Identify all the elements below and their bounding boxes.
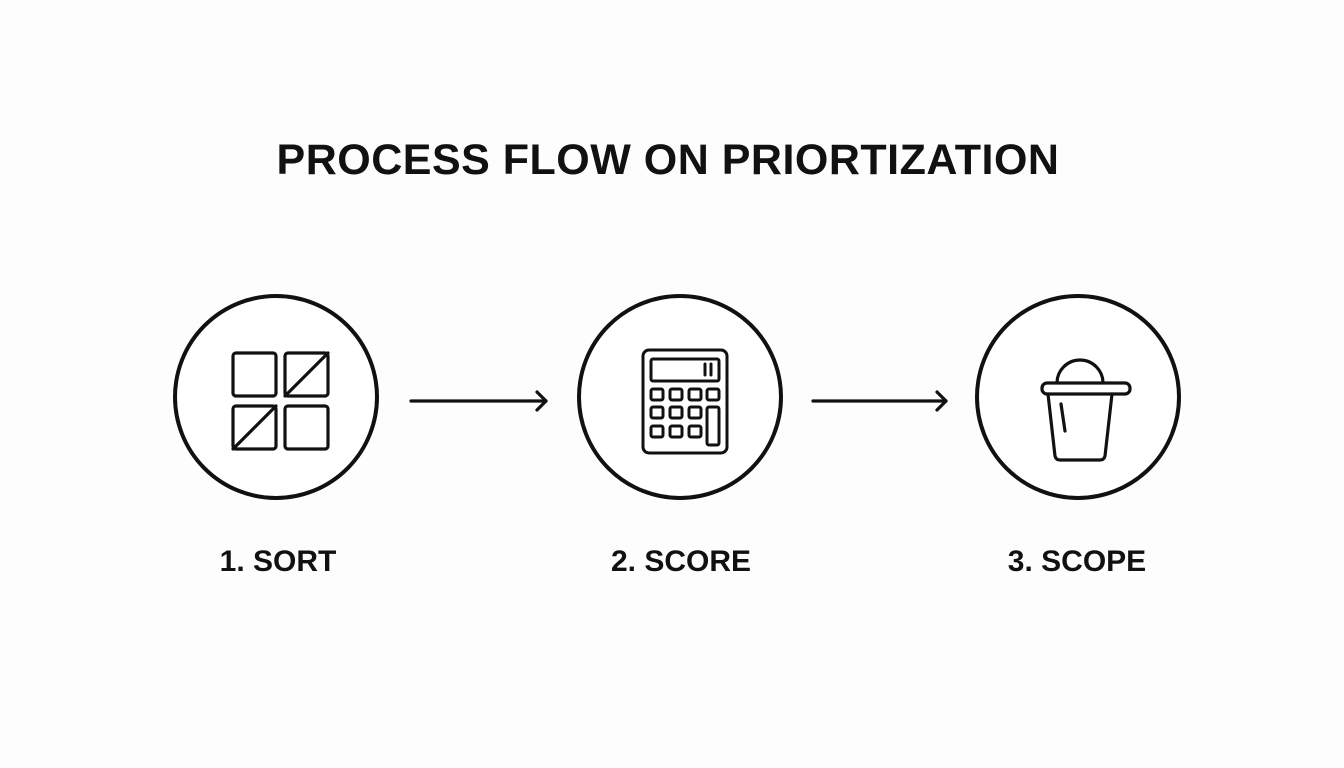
grid-sort-icon xyxy=(231,351,330,451)
step-3-circle xyxy=(975,294,1181,500)
arrow-right-icon xyxy=(811,390,948,412)
calculator-icon xyxy=(641,348,729,455)
step-3-label: 3. SCOPE xyxy=(1007,545,1147,578)
arrow-right-icon xyxy=(409,390,548,412)
bucket-icon xyxy=(1040,358,1132,462)
step-1-label: 1. SORT xyxy=(219,545,337,578)
step-1-circle xyxy=(173,294,379,500)
step-2-label: 2. SCORE xyxy=(610,545,752,578)
diagram-title: PROCESS FLOW ON PRIORTIZATION xyxy=(0,136,1344,185)
title-text: PROCESS FLOW ON PRIORTIZATION xyxy=(276,136,1060,184)
step-2-circle xyxy=(577,294,783,500)
